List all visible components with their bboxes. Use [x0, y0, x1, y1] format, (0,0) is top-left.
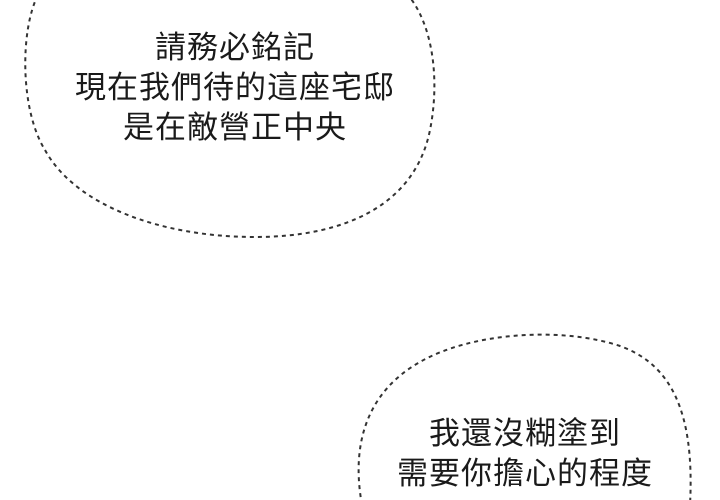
- bubble-2-line-1: 我還沒糊塗到: [429, 416, 621, 452]
- speech-bubble-2-outline: [357, 333, 692, 500]
- speech-bubble-1-outline: [24, 0, 436, 239]
- speech-bubble-1-text: 請務必銘記 現在我們待的這座宅邸 是在敵營正中央: [30, 28, 440, 148]
- bubble-2-line-2: 需要你擔心的程度: [397, 456, 653, 492]
- speech-bubble-2-text: 我還沒糊塗到 需要你擔心的程度: [360, 414, 690, 494]
- bubble-1-line-3: 是在敵營正中央: [123, 110, 347, 146]
- bubble-1-line-1: 請務必銘記: [155, 30, 315, 66]
- bubble-1-line-2: 現在我們待的這座宅邸: [75, 70, 395, 106]
